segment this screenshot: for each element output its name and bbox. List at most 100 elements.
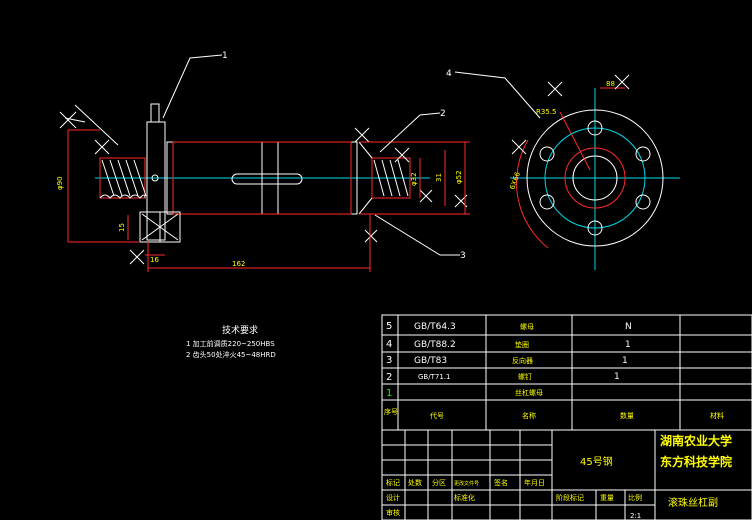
tb-small-8: 标准化 xyxy=(454,493,475,502)
dimension-lines xyxy=(67,129,470,272)
tech-line-2: 2 齿头50处淬火45~48HRD xyxy=(186,350,276,359)
bom-code: GB/T83 xyxy=(414,356,447,366)
bom-row-2: 4 GB/T88.2 垫圈 1 xyxy=(386,339,631,350)
bom-header-no: 序号 xyxy=(384,407,398,416)
tb-small-7: 设计 xyxy=(386,493,400,502)
tb-small-11: 阶段标记 xyxy=(556,493,584,502)
leader-lines xyxy=(162,54,460,256)
balloon-2: 2 xyxy=(440,109,446,119)
leader-3 xyxy=(374,214,460,256)
flange-outer-circle xyxy=(526,109,664,247)
bolt-hole-upper-right xyxy=(635,146,651,162)
side-view: 4 R35.5 6X66 88 xyxy=(446,69,680,270)
bom-row-4: 2 GB/T71.1 螺钉 1 xyxy=(386,372,620,383)
bom-code: GB/T88.2 xyxy=(414,340,456,350)
bolt-detail xyxy=(139,211,181,243)
tb-small-9: 审核 xyxy=(386,508,400,517)
tb-school-1: 湖南农业大学 xyxy=(660,433,732,448)
dim-arc-6x xyxy=(515,139,549,249)
bolt-cross xyxy=(141,212,179,242)
bom-row-1: 5 GB/T64.3 螺母 N xyxy=(386,321,632,332)
side-x-2 xyxy=(614,74,630,90)
bolt-circle xyxy=(544,127,646,229)
bom-header-qty: 数量 xyxy=(620,411,634,420)
keyway-slot xyxy=(231,173,303,185)
tb-small-4: 更改文件号 xyxy=(454,480,479,487)
bom-row-3: 3 GB/T83 反向器 1 xyxy=(386,355,628,366)
tech-requirements: 技术要求 1 加工前调质220~250HBS 2 齿头50处淬火45~48HRD xyxy=(186,324,276,359)
bolt-hole-bottom xyxy=(587,220,603,236)
leader-4 xyxy=(454,71,541,119)
bom-no: 3 xyxy=(386,355,392,366)
tb-small-5: 签名 xyxy=(494,478,508,487)
dim-leader-r xyxy=(559,111,591,171)
bom-name: 反向器 xyxy=(512,356,533,365)
bom-header-name: 名称 xyxy=(522,411,536,420)
dim-text-162: 162 xyxy=(232,260,245,268)
nut-red-outline xyxy=(172,141,352,215)
dim-text-32: φ32 xyxy=(410,172,418,186)
tb-small-6: 年月日 xyxy=(524,478,545,487)
x-mark-2 xyxy=(94,139,110,155)
bom-qty: N xyxy=(625,322,632,332)
bom-name: 螺钉 xyxy=(518,372,532,381)
x-mark-7 xyxy=(419,189,433,203)
tb-small-10: 比例 xyxy=(628,493,642,502)
x-mark-5 xyxy=(394,147,410,163)
flange-hole xyxy=(151,174,159,182)
right-taper-top xyxy=(358,141,373,159)
bom-table: 5 GB/T64.3 螺母 N 4 GB/T88.2 垫圈 1 3 GB/T83… xyxy=(381,314,752,431)
leader-2 xyxy=(379,112,441,153)
tb-small-1: 标记 xyxy=(386,478,400,487)
tb-scale: 2:1 xyxy=(630,512,641,520)
bom-no: 2 xyxy=(386,372,392,383)
bom-no: 4 xyxy=(386,339,392,350)
tech-title: 技术要求 xyxy=(222,324,258,336)
bom-no: 1 xyxy=(386,388,392,399)
dim-text-16: 16 xyxy=(150,256,159,264)
tb-drawing-name: 滚珠丝杠副 xyxy=(668,496,718,509)
flange-top-tab xyxy=(150,103,160,123)
balloon-4: 4 xyxy=(446,69,452,79)
left-break-tick xyxy=(64,117,86,123)
left-thread xyxy=(64,104,147,199)
left-thread-wave xyxy=(99,194,146,199)
balloon-3: 3 xyxy=(460,251,466,261)
bom-code: GB/T64.3 xyxy=(414,322,456,332)
x-mark-3 xyxy=(129,249,145,265)
bom-header: 序号 代号 名称 数量 材料 xyxy=(384,407,724,420)
x-mark-1 xyxy=(59,111,77,129)
bom-header-material: 材料 xyxy=(710,411,724,420)
leader-1 xyxy=(162,54,223,119)
bolt-hole-lower-right xyxy=(635,194,651,210)
bom-header-code: 代号 xyxy=(430,411,444,420)
bore-circle xyxy=(572,155,618,201)
left-break-line xyxy=(74,104,119,146)
side-x-3 xyxy=(547,81,563,97)
dim-text-r: R35.5 xyxy=(536,108,556,116)
bom-name: 螺母 xyxy=(520,322,534,331)
tb-material: 45号钢 xyxy=(580,455,613,468)
dim-text-88: 88 xyxy=(606,80,615,88)
tb-small-12: 重量 xyxy=(600,494,614,502)
x-mark-6 xyxy=(364,229,378,243)
right-thread-lines xyxy=(373,159,409,197)
dim-text-90: φ90 xyxy=(56,176,64,190)
x-mark-4 xyxy=(354,127,370,143)
tech-line-1: 1 加工前调质220~250HBS xyxy=(186,339,275,348)
bom-qty: 1 xyxy=(622,356,628,366)
title-block: 标记 处数 分区 更改文件号 签名 年月日 设计 标准化 审核 阶段标记 重量 … xyxy=(381,429,752,520)
tb-school-2: 东方科技学院 xyxy=(660,454,732,469)
bom-qty: 1 xyxy=(614,372,620,382)
bolt-holes xyxy=(539,120,651,236)
right-taper-bot xyxy=(358,197,373,215)
right-thread-body xyxy=(371,157,411,199)
tb-small-2: 处数 xyxy=(408,478,422,487)
bom-name: 垫圈 xyxy=(515,340,529,349)
bom-row-5: 1 丝杠螺母 xyxy=(386,388,543,399)
dim-text-15: 15 xyxy=(118,223,126,232)
bolt-hole-top xyxy=(587,120,603,136)
bom-no: 5 xyxy=(386,321,392,332)
